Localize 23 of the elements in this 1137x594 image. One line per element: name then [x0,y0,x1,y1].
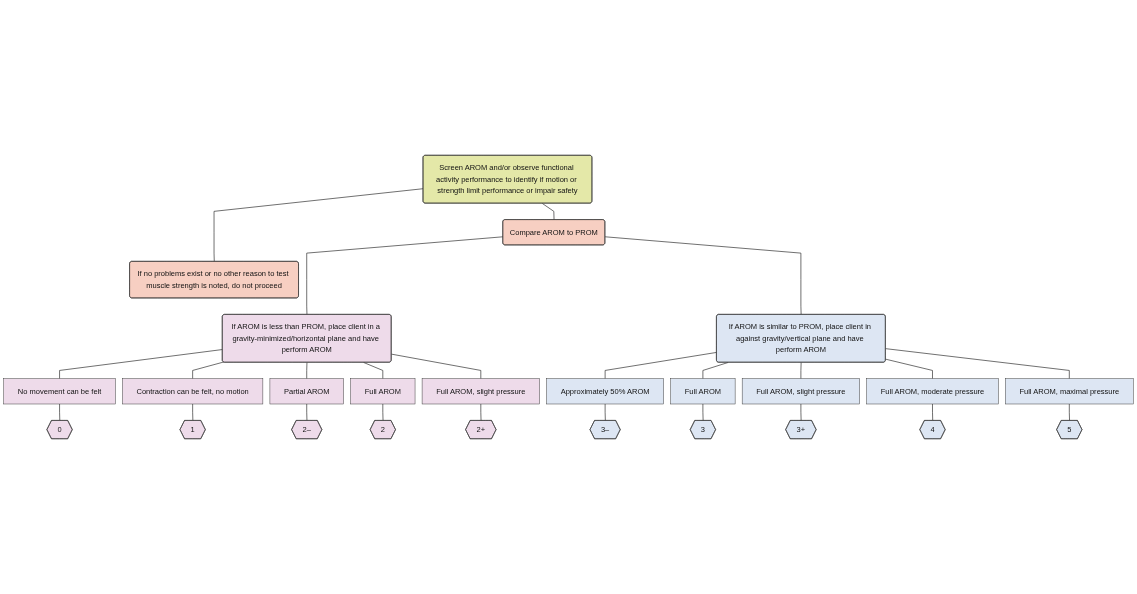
connector [800,362,802,379]
connector [604,236,802,315]
connector [306,403,308,421]
connector [306,236,504,315]
connector [59,349,223,379]
connector [885,348,1070,379]
connector [932,403,934,421]
connector [391,353,482,379]
connector [382,403,384,421]
connector [306,362,308,379]
connector [1068,403,1070,421]
connector [59,403,61,421]
connector [604,352,717,379]
connector [480,403,482,421]
connector [192,403,194,421]
connector [541,203,555,221]
connector [885,358,933,379]
connector [192,361,224,379]
connector [800,403,802,421]
connector [213,188,424,262]
connector [604,403,606,421]
connector [702,403,704,421]
connector [363,362,384,379]
